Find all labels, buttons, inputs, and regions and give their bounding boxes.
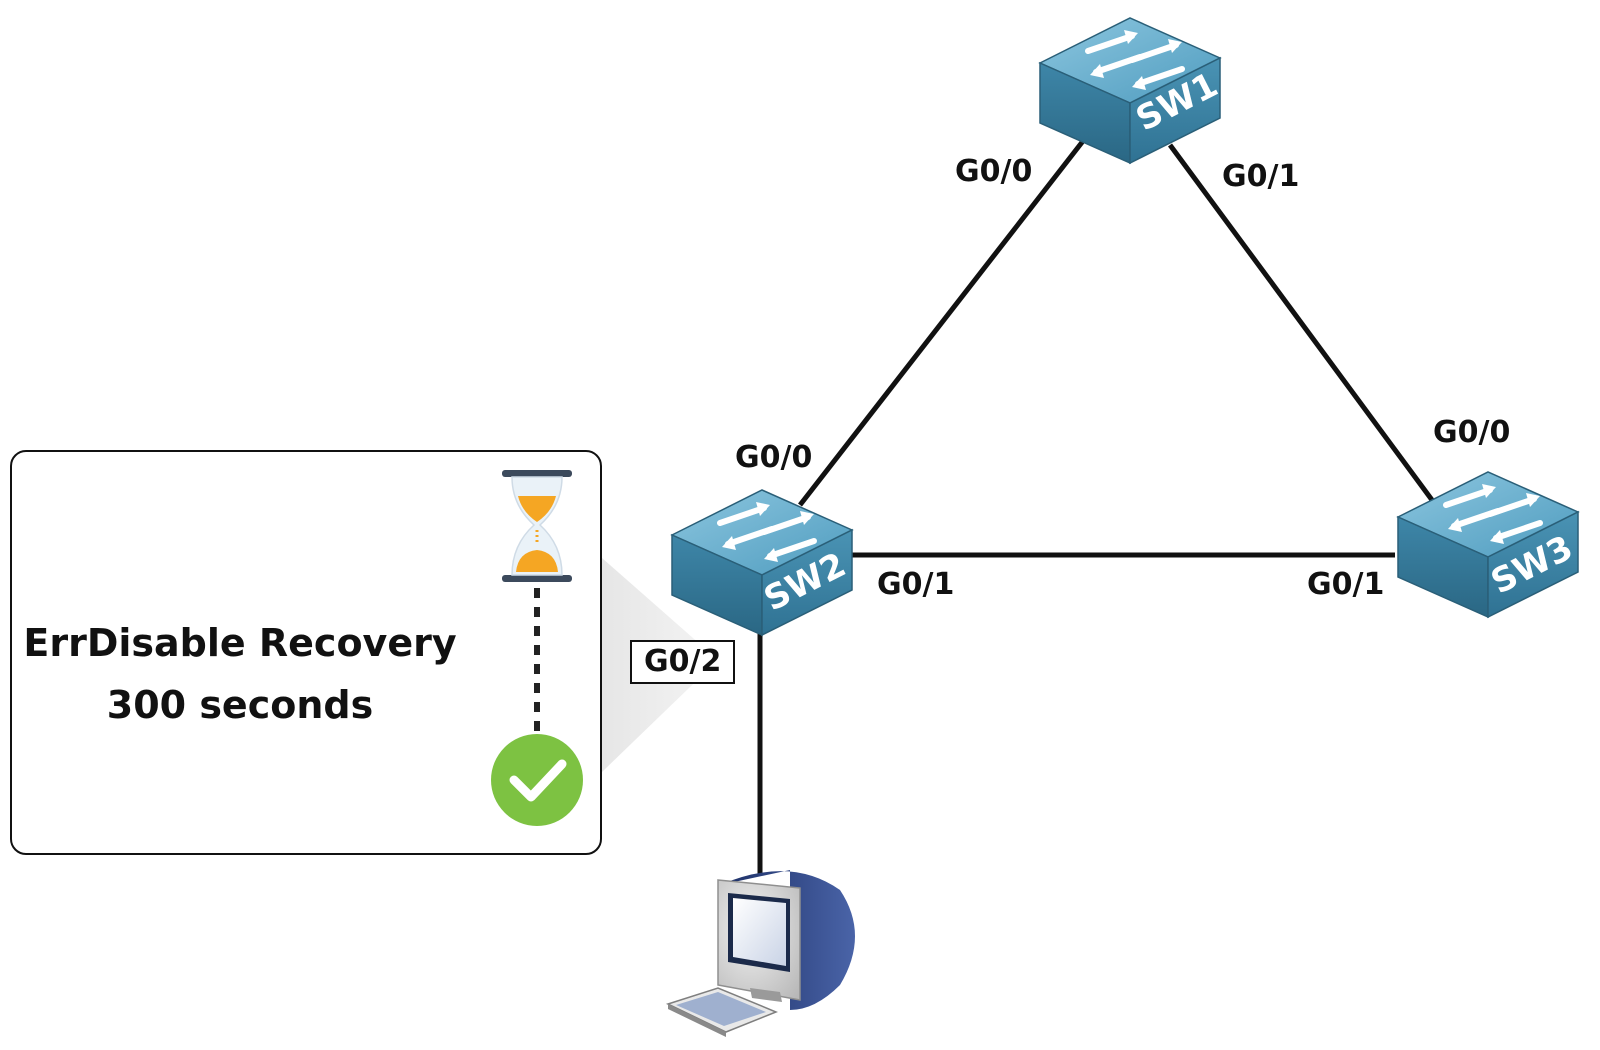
- callout-text: ErrDisable Recovery 300 seconds: [20, 612, 460, 736]
- pc-computer: [665, 870, 855, 1037]
- callout-timer: 300 seconds: [106, 683, 374, 727]
- port-label-sw2-g01: G0/1: [877, 567, 955, 602]
- link-sw1-sw3: [1167, 143, 1435, 502]
- port-label-sw2-g02: G0/2: [630, 640, 736, 684]
- switch-sw3: [1396, 471, 1580, 619]
- switch-sw1: [1038, 17, 1222, 165]
- port-label-sw3-g01: G0/1: [1307, 567, 1385, 602]
- callout-title: ErrDisable Recovery: [23, 621, 457, 665]
- port-label-sw1-g01: G0/1: [1222, 159, 1300, 194]
- switch-sw2: [670, 489, 854, 637]
- port-label-sw1-g00: G0/0: [955, 154, 1033, 189]
- port-label-sw2-g00: G0/0: [735, 440, 813, 475]
- port-label-sw3-g00: G0/0: [1433, 415, 1511, 450]
- link-sw2-sw1: [798, 130, 1092, 507]
